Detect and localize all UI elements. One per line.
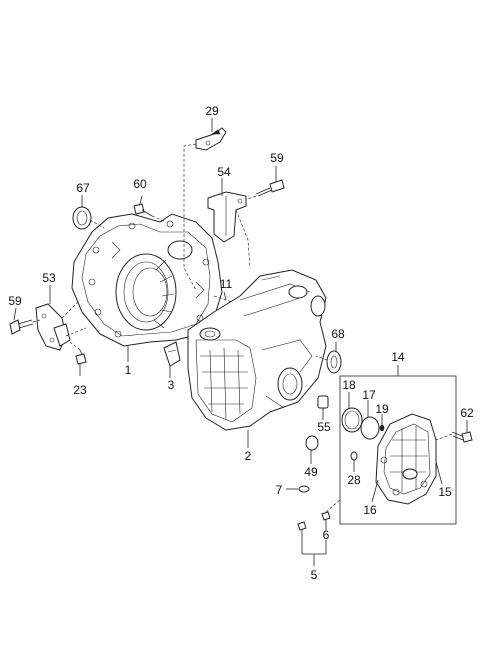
callout-1: 1 — [124, 363, 132, 377]
callout-68: 68 — [331, 327, 345, 341]
callout-67: 67 — [76, 181, 90, 195]
plate-part-3 — [163, 341, 181, 378]
callout-60: 60 — [133, 177, 147, 191]
bolt-part-59-upper — [245, 166, 285, 201]
transaxle-case-part-2 — [187, 269, 327, 448]
plug-part-28 — [350, 451, 358, 472]
callout-7: 7 — [275, 483, 283, 497]
callout-23: 23 — [73, 383, 87, 397]
plug-part-55 — [317, 395, 329, 420]
oil-seal-part-68 — [315, 342, 342, 374]
callout-19: 19 — [375, 402, 389, 416]
callout-11: 11 — [219, 277, 233, 291]
leader-part-11 — [223, 291, 227, 301]
callout-6: 6 — [322, 528, 330, 542]
callout-49: 49 — [304, 465, 318, 479]
bracket-part-29 — [183, 118, 227, 291]
converter-housing-part-1 — [71, 213, 223, 362]
callout-5: 5 — [310, 568, 318, 582]
callout-14: 14 — [391, 350, 405, 364]
pin-part-19 — [379, 414, 385, 432]
alignment-line-11 — [213, 295, 233, 303]
callout-16: 16 — [363, 503, 377, 517]
callout-18: 18 — [342, 378, 356, 392]
callout-17: 17 — [362, 388, 376, 402]
o-rings-parts-17-18 — [341, 392, 380, 440]
bolt-part-59-left — [9, 307, 41, 335]
bolt-set-parts-5-6 — [297, 499, 341, 566]
callout-55: 55 — [317, 420, 331, 434]
o-ring-part-49 — [305, 435, 319, 464]
end-cover-parts-15-16 — [371, 413, 443, 505]
callout-2: 2 — [244, 449, 252, 463]
callout-3: 3 — [167, 378, 175, 392]
callout-28: 28 — [347, 473, 361, 487]
callout-29: 29 — [205, 104, 219, 118]
callout-59-left: 59 — [8, 294, 22, 308]
callout-54: 54 — [217, 165, 231, 179]
bolt-part-62 — [435, 420, 473, 443]
oil-seal-part-67 — [72, 195, 105, 230]
bolt-part-23 — [69, 341, 87, 376]
callout-59-upper: 59 — [270, 151, 284, 165]
bracket-part-53 — [35, 285, 87, 351]
callout-15: 15 — [438, 485, 452, 499]
bracket-part-54 — [207, 178, 251, 269]
pin-part-7 — [286, 485, 310, 493]
cover-assembly-box-part-14 — [339, 365, 457, 525]
bolt-part-60 — [133, 195, 167, 223]
callout-53: 53 — [42, 271, 56, 285]
callout-62: 62 — [460, 406, 474, 420]
